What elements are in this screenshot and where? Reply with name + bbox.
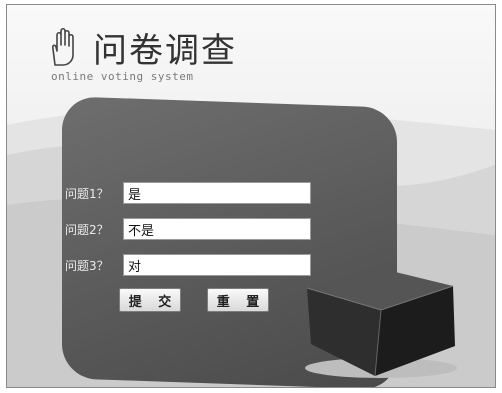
question-row-2: 问题2？ [65,217,311,241]
question-1-input[interactable] [123,182,311,204]
question-2-input[interactable] [123,218,311,240]
question-3-label: 问题3？ [65,258,109,273]
question-2-label: 问题2？ [65,222,109,237]
question-3-input[interactable] [123,254,311,276]
page-title: 问卷调查 [93,31,237,71]
cube-graphic [305,268,457,378]
page-frame: 问卷调查 online voting system 问题1？ 问题2？ 问题3？… [6,4,496,388]
question-row-3: 问题3？ [65,253,311,277]
submit-button[interactable]: 提 交 [119,288,181,312]
page-subtitle: online voting system [51,70,194,83]
question-row-1: 问题1？ [65,181,311,205]
question-1-label: 问题1？ [65,186,109,201]
reset-button[interactable]: 重 置 [207,288,269,312]
hand-icon [52,27,74,66]
